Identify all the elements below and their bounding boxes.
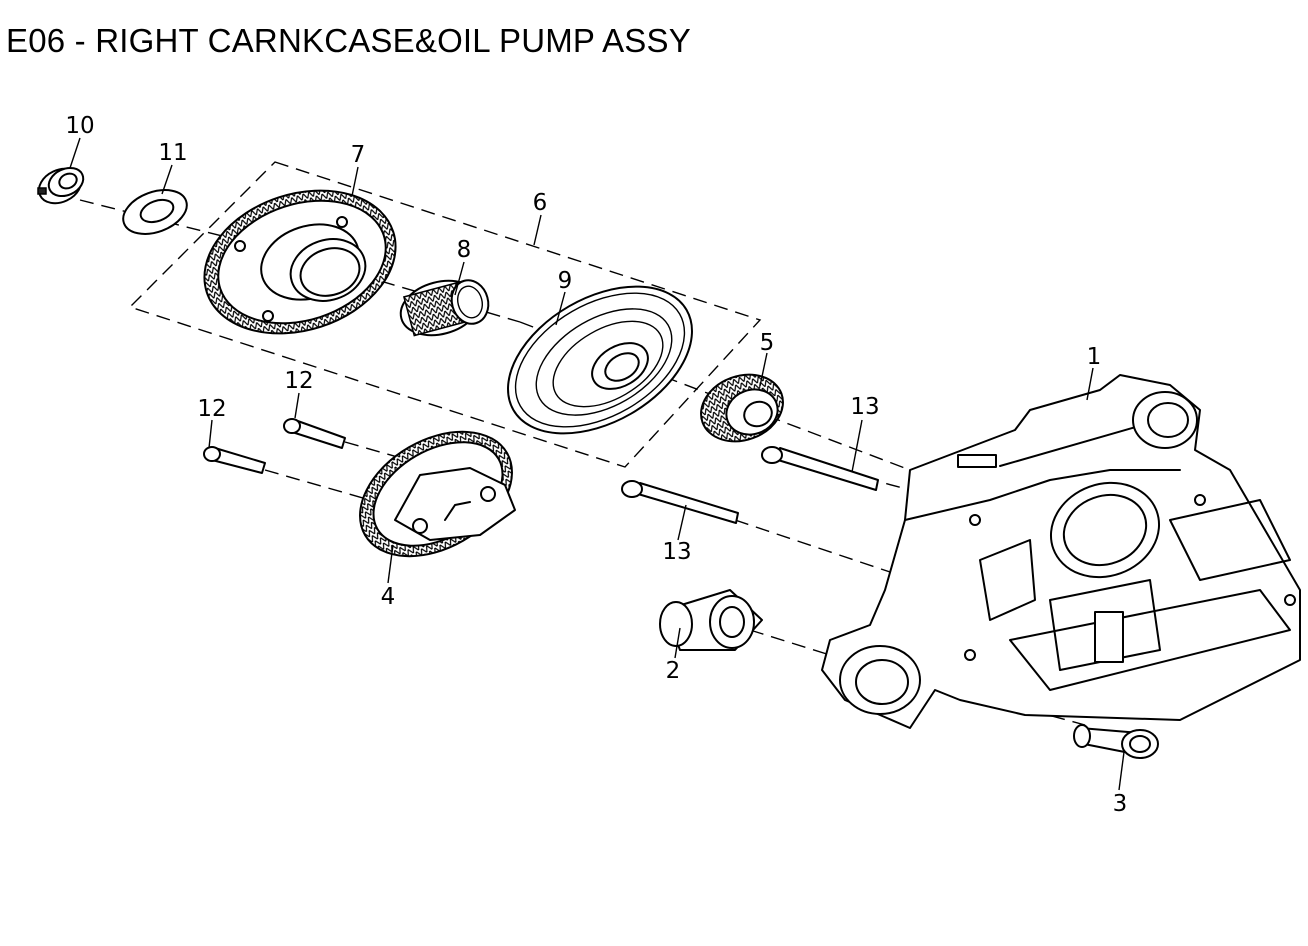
callout-2: 2 xyxy=(666,658,681,684)
callout-10: 10 xyxy=(65,113,94,139)
callout-3: 3 xyxy=(1113,791,1128,817)
needle-bearing-part xyxy=(399,279,490,337)
callout-4: 4 xyxy=(381,584,396,610)
nut-part xyxy=(37,166,85,205)
callout-12-bottom: 12 xyxy=(197,396,226,422)
leader-lines xyxy=(69,137,1125,791)
right-crankcase-part xyxy=(821,374,1301,729)
callout-9: 9 xyxy=(558,268,573,294)
callout-5: 5 xyxy=(760,330,775,356)
callout-6: 6 xyxy=(533,190,548,216)
bushing-part xyxy=(1073,724,1159,759)
dowel-pin-part xyxy=(203,418,346,474)
callout-labels: 10 11 7 6 8 9 5 1 12 12 13 13 4 2 3 xyxy=(65,113,1127,817)
bearing-part xyxy=(659,589,763,651)
starter-clutch-assembly-box xyxy=(128,161,762,468)
bolt-part xyxy=(621,446,879,524)
callout-7: 7 xyxy=(351,142,366,168)
starter-driven-gear-part xyxy=(203,189,397,335)
starter-clutch-part xyxy=(507,285,693,435)
callout-13-top: 13 xyxy=(850,394,879,420)
washer-part xyxy=(122,189,188,235)
callout-12-top: 12 xyxy=(284,368,313,394)
drive-gear-part xyxy=(700,373,784,443)
callout-11: 11 xyxy=(158,140,187,166)
page-title: E06 - RIGHT CARNKCASE&OIL PUMP ASSY xyxy=(6,22,691,59)
callout-1: 1 xyxy=(1087,344,1102,370)
callout-13-bottom: 13 xyxy=(662,539,691,565)
oil-pump-part xyxy=(359,430,516,558)
callout-8: 8 xyxy=(457,237,472,263)
